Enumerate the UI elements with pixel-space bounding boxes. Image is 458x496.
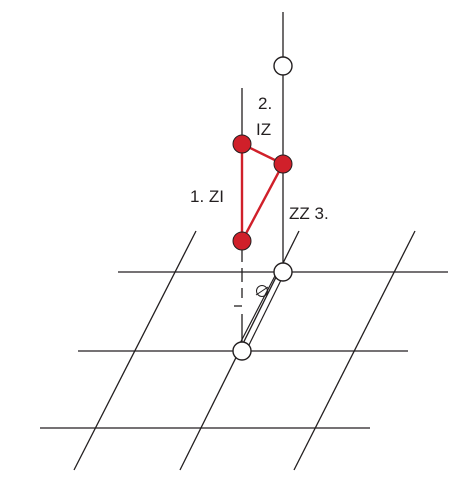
stem-left-dashed — [234, 268, 243, 351]
label-step3: ZZ 3. — [289, 204, 329, 223]
lattice-node-upper — [273, 262, 293, 282]
label-step2-number: 2. — [258, 94, 272, 113]
link-line — [245, 271, 286, 352]
open-nodes — [232, 56, 293, 361]
angle-slash — [255, 286, 269, 296]
red-nodes — [232, 134, 293, 251]
lattice-node-link — [235, 271, 286, 352]
red-edge-2-3 — [240, 163, 285, 242]
angle-marker — [255, 285, 269, 297]
red-node-2 — [273, 154, 293, 174]
lattice-s-line — [293, 230, 416, 471]
lattice-node-lower — [232, 341, 252, 361]
red-node-3 — [232, 231, 252, 251]
angle-circle-icon — [256, 285, 268, 297]
lattice-s-line — [73, 230, 197, 471]
top-open-node — [273, 56, 293, 76]
label-step2-code: IZ — [256, 120, 271, 139]
link-line — [235, 271, 278, 352]
label-step1: 1. ZI — [190, 187, 224, 206]
red-node-1 — [232, 134, 252, 154]
